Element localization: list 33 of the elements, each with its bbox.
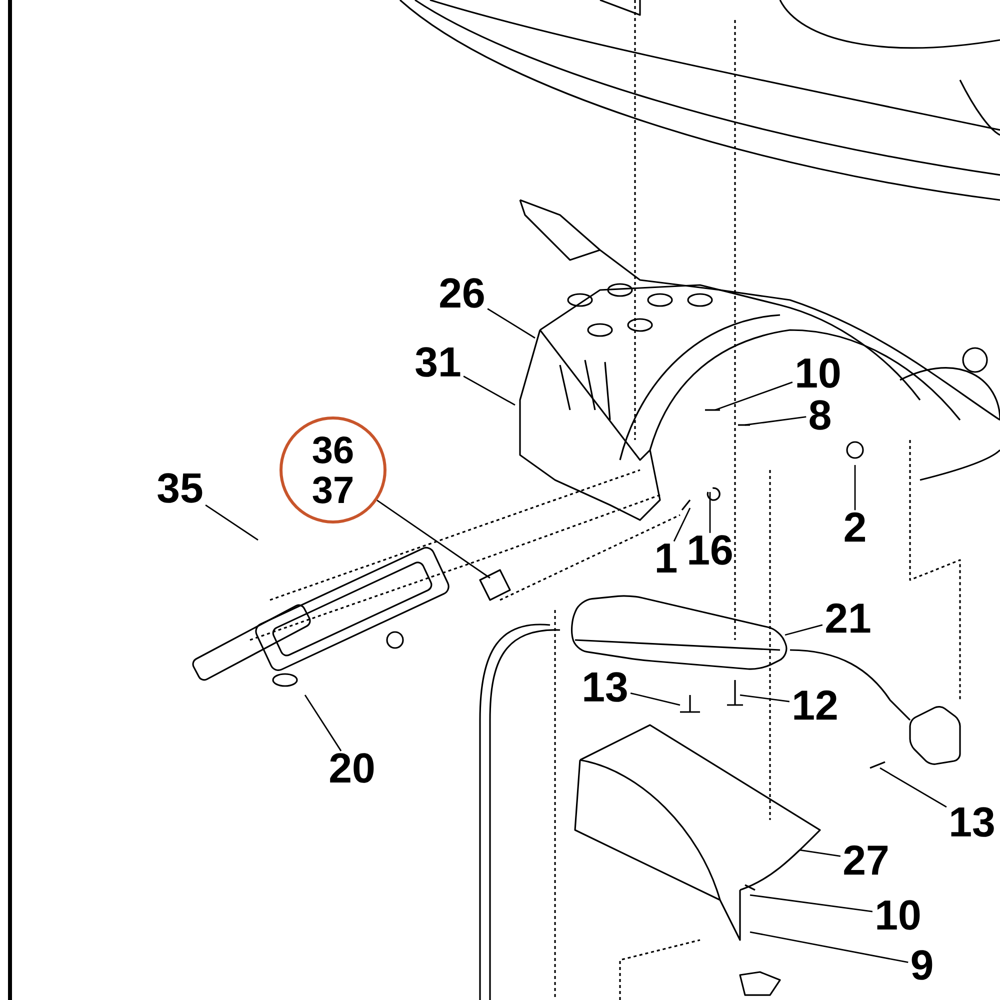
leader-line	[744, 416, 806, 426]
callout-number: 26	[440, 278, 484, 308]
leader-line	[376, 500, 490, 579]
callout-number: 21	[826, 603, 870, 633]
leader-line	[463, 376, 516, 406]
callout-number: 8	[810, 400, 830, 430]
callout-number: 12	[794, 690, 837, 720]
callout-number: 31	[416, 347, 460, 377]
callout-number: 2	[844, 512, 865, 542]
leader-line	[304, 694, 342, 752]
leader-line	[854, 465, 856, 510]
leader-line	[750, 894, 873, 912]
leader-line	[487, 308, 536, 339]
leader-line	[784, 624, 823, 636]
leader-line	[880, 767, 947, 808]
leader-line	[714, 382, 793, 411]
leader-line	[673, 508, 691, 542]
callout-number: 13	[951, 807, 994, 837]
callout-number: 1	[656, 544, 677, 572]
callout-number: 16	[689, 535, 732, 565]
callout-number: 13	[584, 672, 627, 702]
leader-line	[740, 694, 790, 702]
leader-line	[205, 504, 258, 541]
callout-number: 27	[844, 845, 888, 875]
leader-line	[800, 849, 841, 857]
callout-number: 20	[330, 753, 374, 783]
callout-number: 35	[158, 473, 202, 503]
callout-number: 10	[877, 900, 920, 930]
callout-number: 9	[912, 950, 932, 980]
callout-number: 10	[797, 358, 840, 388]
leader-line	[630, 692, 680, 706]
leader-line	[750, 931, 908, 964]
leader-line	[709, 492, 711, 533]
